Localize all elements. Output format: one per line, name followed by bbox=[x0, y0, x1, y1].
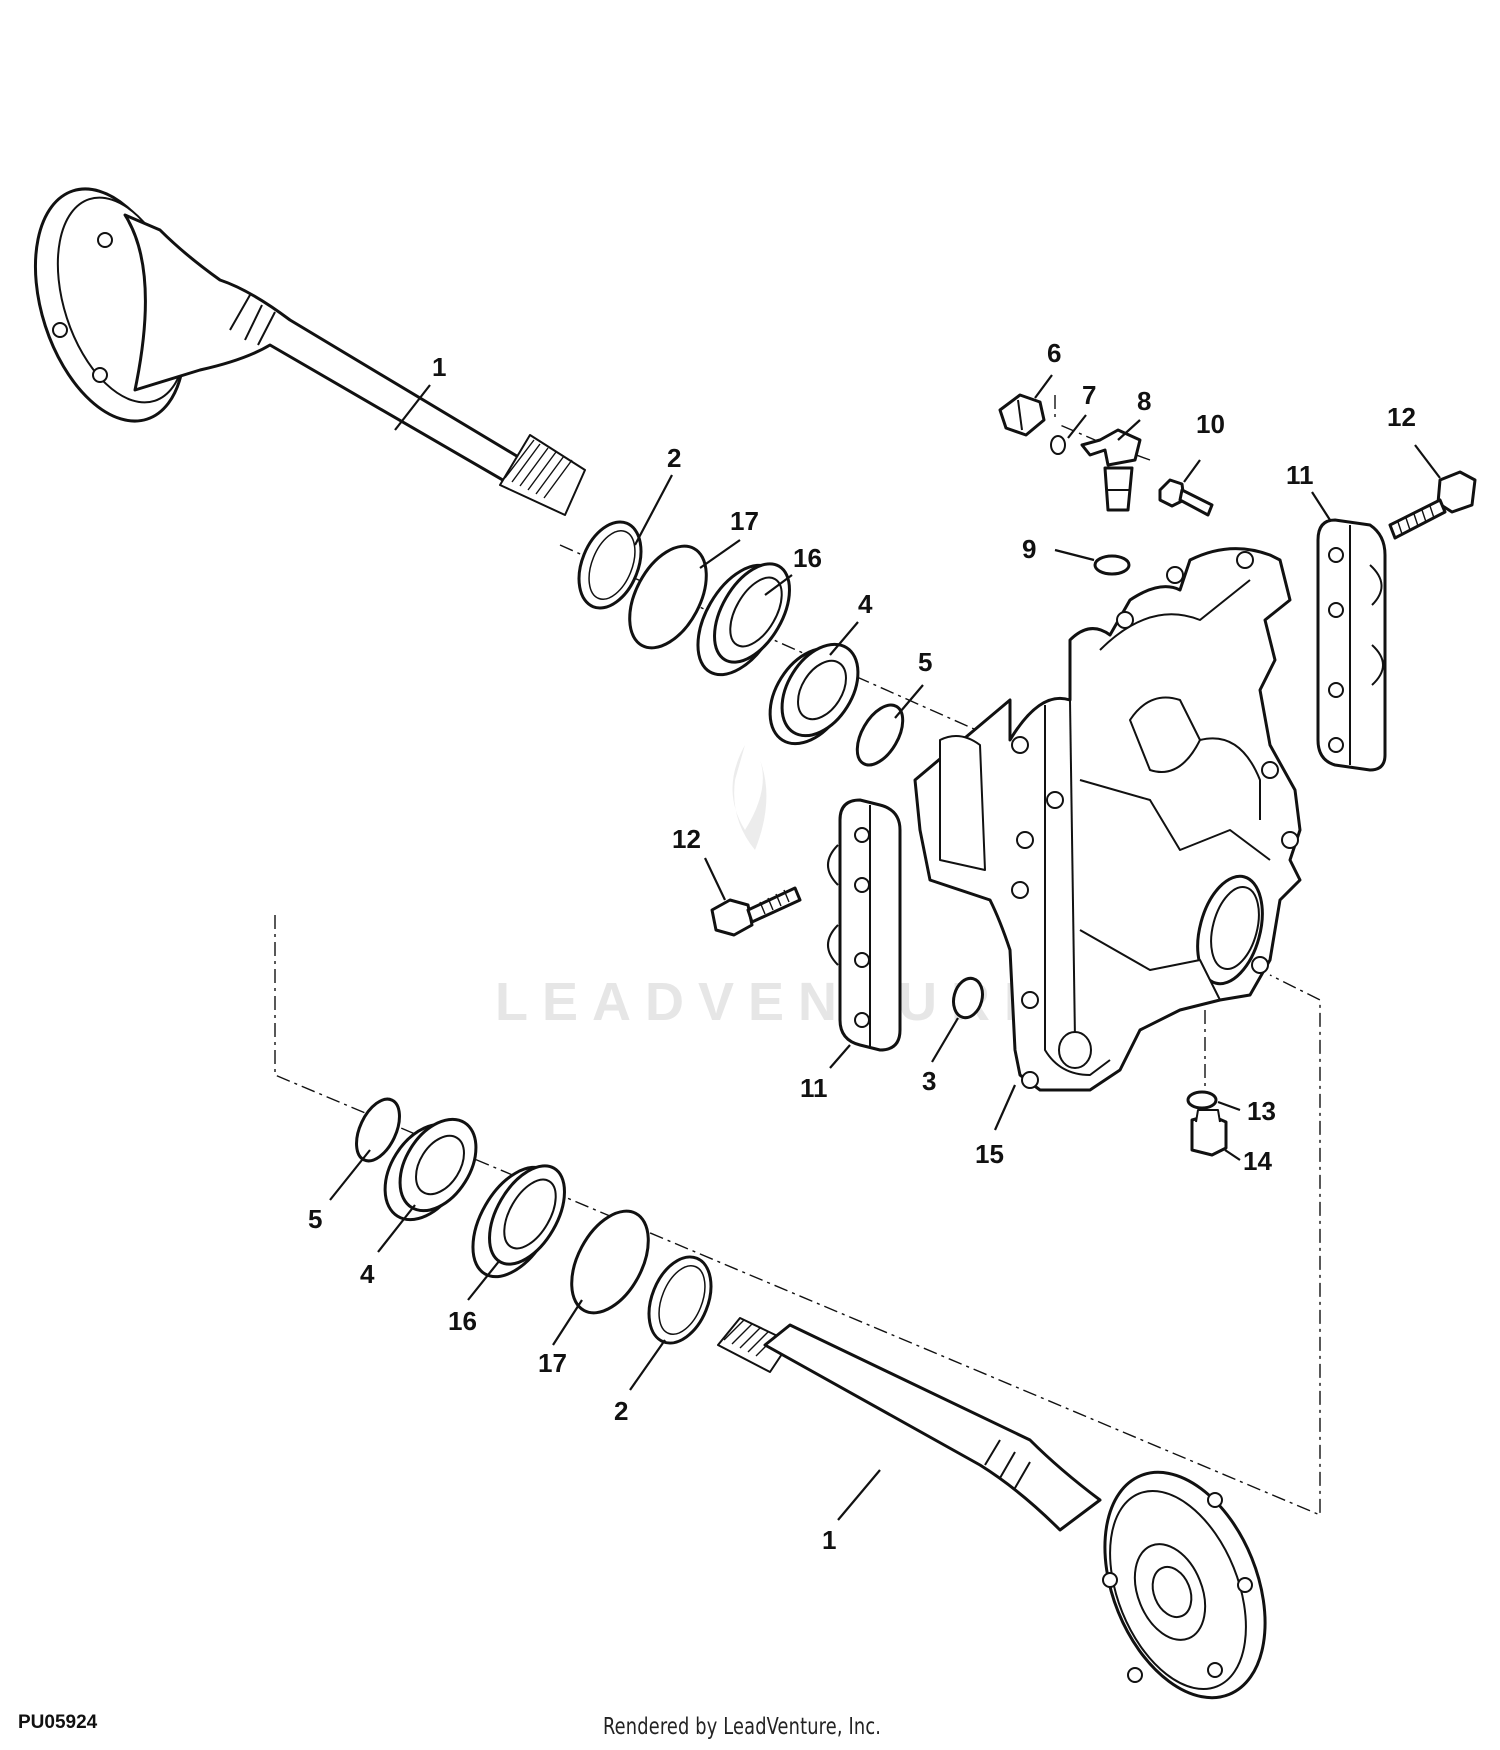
callout-16-bottom: 16 bbox=[448, 1306, 477, 1336]
callout-3: 3 bbox=[922, 1066, 936, 1096]
callout-15: 15 bbox=[975, 1139, 1004, 1169]
seal-top bbox=[696, 562, 791, 677]
callout-2-top: 2 bbox=[667, 443, 681, 473]
callout-11-right: 11 bbox=[1286, 460, 1314, 490]
callout-14: 14 bbox=[1243, 1146, 1272, 1176]
callout-11-left: 11 bbox=[800, 1073, 828, 1103]
washer-bottom bbox=[570, 1209, 650, 1315]
bearing-support-left bbox=[827, 798, 902, 1052]
retaining-ring-bottom bbox=[355, 1097, 401, 1163]
callout-1-top: 1 bbox=[432, 352, 446, 382]
callout-1-bottom: 1 bbox=[822, 1525, 836, 1555]
leader-lines bbox=[329, 374, 1441, 1521]
retaining-ring-top bbox=[855, 703, 905, 767]
transmission-housing bbox=[913, 547, 1302, 1092]
callout-16-top: 16 bbox=[793, 543, 822, 573]
callout-7: 7 bbox=[1082, 380, 1096, 410]
callout-6: 6 bbox=[1047, 338, 1061, 368]
bolt-12-left bbox=[710, 886, 802, 937]
fitting-nut bbox=[998, 393, 1046, 437]
callout-17-bottom: 17 bbox=[538, 1348, 567, 1378]
callout-12-right: 12 bbox=[1387, 402, 1416, 432]
callout-4-top: 4 bbox=[858, 589, 873, 619]
snap-ring-top bbox=[577, 520, 643, 610]
callout-4-bottom: 4 bbox=[360, 1259, 375, 1289]
bearing-support-right bbox=[1316, 518, 1387, 772]
callout-8: 8 bbox=[1137, 386, 1151, 416]
watermark: LEADVENTURE bbox=[495, 745, 1054, 1032]
plug-3 bbox=[952, 976, 984, 1020]
figure-code: PU05924 bbox=[18, 1712, 98, 1733]
fitting-ring bbox=[1050, 435, 1066, 455]
callout-9: 9 bbox=[1022, 534, 1036, 564]
bolt-10 bbox=[1158, 478, 1214, 517]
callout-5-bottom: 5 bbox=[308, 1204, 322, 1234]
callout-17-top: 17 bbox=[730, 506, 759, 536]
washer-top bbox=[628, 544, 708, 650]
callout-13: 13 bbox=[1247, 1096, 1276, 1126]
callout-5-top: 5 bbox=[918, 647, 932, 677]
axle-shaft-top bbox=[33, 187, 586, 516]
bearing-top bbox=[768, 642, 860, 746]
callouts: 1 2 17 16 4 5 6 7 8 9 10 11 12 12 11 3 1… bbox=[308, 338, 1416, 1555]
seal-bottom bbox=[471, 1164, 566, 1279]
axle-shaft-bottom bbox=[717, 1317, 1267, 1700]
washer-13 bbox=[1186, 1090, 1218, 1110]
bolt-12-right bbox=[1388, 470, 1477, 540]
bearing-bottom bbox=[383, 1117, 478, 1222]
elbow-fitting bbox=[1080, 428, 1142, 512]
render-credit: Rendered by LeadVenture, Inc. bbox=[603, 1714, 882, 1740]
drain-plug-14 bbox=[1190, 1109, 1228, 1157]
callout-12-left: 12 bbox=[672, 824, 701, 854]
watermark-text: LEADVENTURE bbox=[495, 972, 1054, 1032]
snap-ring-bottom bbox=[647, 1255, 713, 1345]
o-ring bbox=[1093, 554, 1131, 576]
callout-2-bottom: 2 bbox=[614, 1396, 628, 1426]
callout-10: 10 bbox=[1196, 409, 1225, 439]
